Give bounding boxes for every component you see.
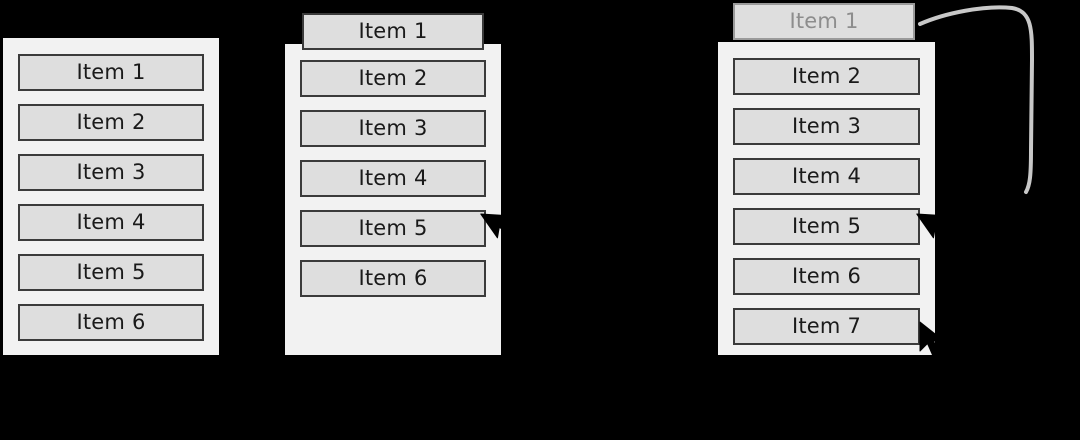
list-item-item-7[interactable]: Item 7 (733, 308, 920, 345)
list-item-item-6[interactable]: Item 6 (18, 304, 204, 341)
list-item-item-2[interactable]: Item 2 (733, 58, 920, 95)
list-item-item-3[interactable]: Item 3 (18, 154, 204, 191)
list-item-item-3[interactable]: Item 3 (733, 108, 920, 145)
list-item-item-4[interactable]: Item 4 (733, 158, 920, 195)
list-item-item-5[interactable]: Item 5 (18, 254, 204, 291)
list-item-item-3[interactable]: Item 3 (300, 110, 486, 147)
list-item-item-1-ghost[interactable]: Item 1 (733, 3, 915, 40)
list-item-item-2[interactable]: Item 2 (300, 60, 486, 97)
list-item-item-6[interactable]: Item 6 (733, 258, 920, 295)
list-item-item-1[interactable]: Item 1 (18, 54, 204, 91)
list-item-item-2[interactable]: Item 2 (18, 104, 204, 141)
list-item-item-4[interactable]: Item 4 (18, 204, 204, 241)
list-item-item-6[interactable]: Item 6 (300, 260, 486, 297)
list-item-item-4[interactable]: Item 4 (300, 160, 486, 197)
list-item-item-5[interactable]: Item 5 (300, 210, 486, 247)
list-item-item-5[interactable]: Item 5 (733, 208, 920, 245)
list-item-item-1-dragged[interactable]: Item 1 (302, 13, 484, 50)
